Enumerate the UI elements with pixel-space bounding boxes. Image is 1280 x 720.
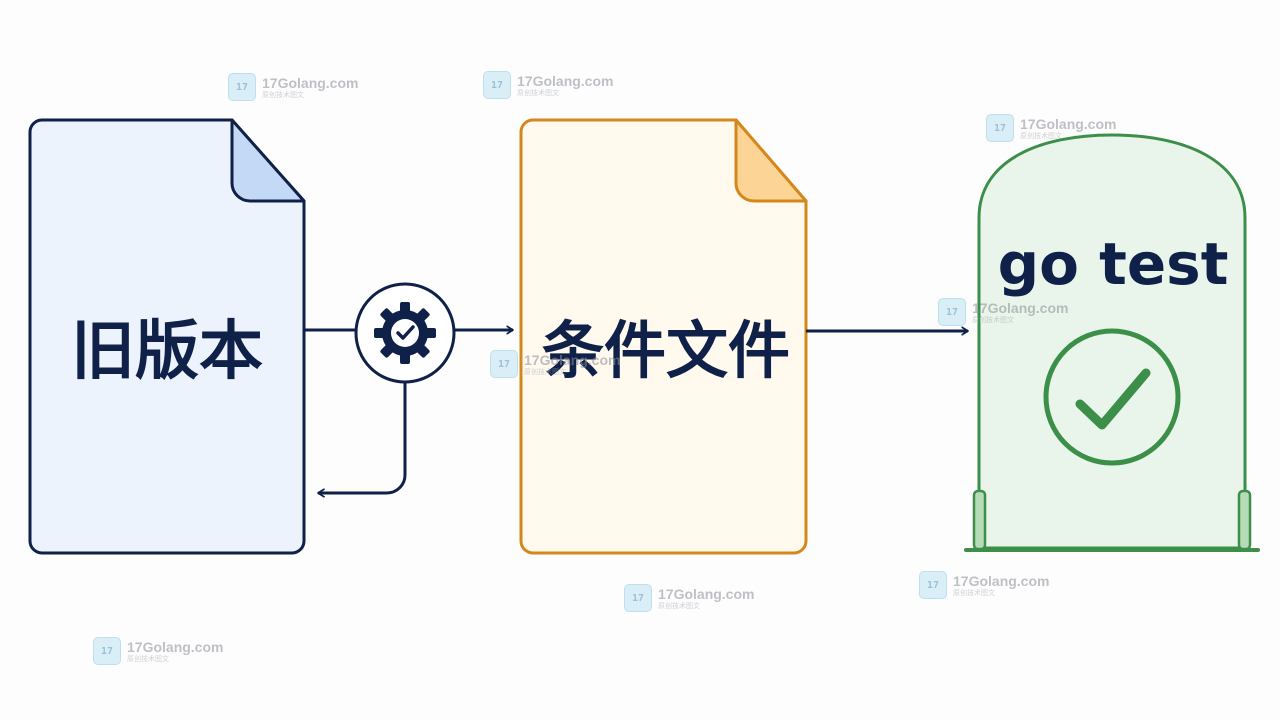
gear-process-node [354,282,456,384]
old-version-label: 旧版本 [71,315,263,389]
gear-check-icon [374,302,436,364]
go-test-bell-jar: go test [964,133,1260,552]
bell-jar-left-post [972,489,987,551]
condition-file-fold [734,118,808,203]
old-version-document: 旧版本 [28,118,306,555]
arrow-gear-back-to-old [318,382,407,493]
bell-jar-glass [977,133,1247,550]
success-check-circle [1043,328,1181,466]
old-version-page [28,118,306,555]
old-version-fold [230,118,306,203]
condition-file-page [519,118,808,555]
go-test-label: go test [998,230,1229,298]
condition-file-document: 条件文件 [519,118,808,555]
condition-file-label: 条件文件 [542,314,790,387]
bell-jar-right-post [1237,489,1252,551]
success-check-icon [1075,368,1151,430]
